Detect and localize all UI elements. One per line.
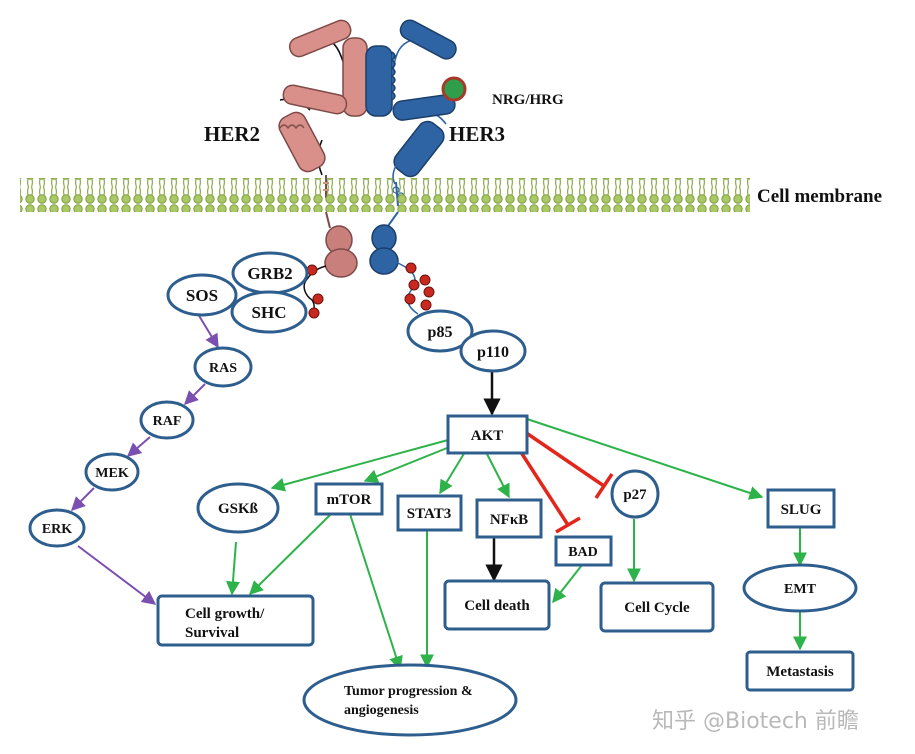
her3-receptor: [365, 19, 457, 207]
node-cell-death: Cell death: [443, 579, 551, 631]
arrow-akt-nfkb: [486, 453, 510, 499]
her2-kinase-domain: [324, 211, 358, 278]
node-emt: EMT: [742, 563, 858, 613]
node-cell-cycle: Cell Cycle: [599, 581, 715, 633]
svg-text:BAD: BAD: [568, 545, 598, 560]
svg-text:GRB2: GRB2: [247, 264, 292, 283]
phospho-site: [404, 293, 416, 305]
nrg-ligand: [441, 76, 467, 102]
svg-text:p85: p85: [428, 324, 453, 341]
svg-text:angiogenesis: angiogenesis: [344, 703, 419, 718]
membrane-label: Cell membrane: [757, 186, 882, 207]
svg-text:Metastasis: Metastasis: [766, 664, 834, 680]
her3-label: HER3: [449, 122, 505, 146]
node-p27: p27: [610, 469, 660, 519]
node-tumor-progression: Tumor progression & angiogenesis: [302, 663, 518, 737]
watermark: 知乎 @Biotech 前瞻: [652, 709, 859, 734]
svg-text:Tumor progression &: Tumor progression &: [344, 684, 473, 699]
phospho-site: [420, 299, 432, 311]
node-shc: SHC: [230, 290, 308, 334]
node-sos: SOS: [166, 273, 238, 317]
svg-text:Cell Cycle: Cell Cycle: [624, 600, 690, 616]
svg-text:NFκB: NFκB: [490, 512, 528, 528]
node-erk: ERK: [28, 508, 86, 548]
svg-text:GSKß: GSKß: [218, 501, 258, 517]
node-metastasis: Metastasis: [745, 650, 855, 692]
svg-text:MEK: MEK: [95, 466, 129, 481]
svg-text:ERK: ERK: [42, 522, 72, 537]
arrow-raf-mek: [126, 436, 151, 457]
svg-text:AKT: AKT: [471, 428, 504, 444]
phospho-site: [312, 293, 324, 305]
node-slug: SLUG: [766, 488, 836, 529]
inhibition-arrows: [513, 428, 614, 534]
phospho-site: [419, 274, 431, 286]
ligand-label: NRG/HRG: [492, 92, 564, 108]
arrow-akt-stat3: [439, 451, 466, 495]
arrow-akt-mtor: [363, 445, 453, 483]
phospho-sites: [306, 262, 435, 319]
cell-membrane: [20, 178, 750, 212]
her2-label: HER2: [204, 122, 260, 146]
svg-text:mTOR: mTOR: [327, 492, 372, 508]
svg-text:Cell death: Cell death: [464, 598, 530, 614]
phospho-site: [423, 286, 435, 298]
node-nfkb: NFκB: [475, 498, 543, 539]
activation-arrows: [225, 418, 807, 671]
arrow-bad-death: [552, 564, 583, 604]
svg-text:p27: p27: [623, 487, 647, 503]
mapk-arrows: [71, 313, 219, 605]
svg-text:RAS: RAS: [209, 361, 237, 376]
node-stat3: STAT3: [396, 494, 463, 532]
inhibit-bad-bar: [555, 516, 581, 534]
arrow-ras-raf: [184, 383, 206, 405]
node-p85: p85: [406, 309, 474, 353]
arrow-mtor-growth: [249, 513, 332, 595]
arrow-mek-erk: [71, 487, 95, 511]
arrow-mtor-tumor: [349, 513, 403, 671]
svg-text:STAT3: STAT3: [407, 506, 451, 522]
her2-receptor: [278, 19, 368, 198]
node-bad: BAD: [554, 535, 613, 567]
arrow-sos-ras: [197, 313, 219, 349]
node-akt: AKT: [446, 414, 529, 455]
inhibit-akt-p27: [521, 428, 605, 488]
svg-text:EMT: EMT: [784, 582, 817, 597]
inhibit-p27-bar: [594, 473, 614, 499]
node-mek: MEK: [84, 452, 140, 492]
her3-kinase-domain: [369, 211, 399, 275]
node-cell-growth: Cell growth/ Survival: [156, 594, 315, 647]
arrow-akt-gsk: [270, 439, 449, 492]
node-grb2: GRB2: [231, 251, 309, 295]
svg-text:SLUG: SLUG: [781, 502, 822, 518]
svg-text:p110: p110: [477, 344, 509, 361]
svg-text:Survival: Survival: [185, 625, 239, 641]
node-ras: RAS: [193, 346, 253, 388]
svg-text:RAF: RAF: [153, 414, 182, 429]
phospho-site: [405, 262, 417, 274]
node-mtor: mTOR: [314, 482, 384, 516]
phospho-site: [408, 279, 420, 291]
svg-text:Cell growth/: Cell growth/: [185, 606, 265, 622]
arrow-gsk-growth: [225, 541, 240, 596]
svg-text:SHC: SHC: [252, 303, 287, 322]
arrow-akt-slug: [526, 418, 764, 500]
node-raf: RAF: [139, 400, 195, 440]
inhibit-akt-bad: [513, 442, 570, 526]
svg-text:SOS: SOS: [186, 286, 218, 305]
phospho-site: [306, 264, 318, 276]
arrow-erk-growth: [77, 545, 157, 605]
phospho-site: [308, 307, 320, 319]
node-p110: p110: [459, 329, 527, 373]
node-gsk3b: GSKß: [196, 482, 280, 534]
